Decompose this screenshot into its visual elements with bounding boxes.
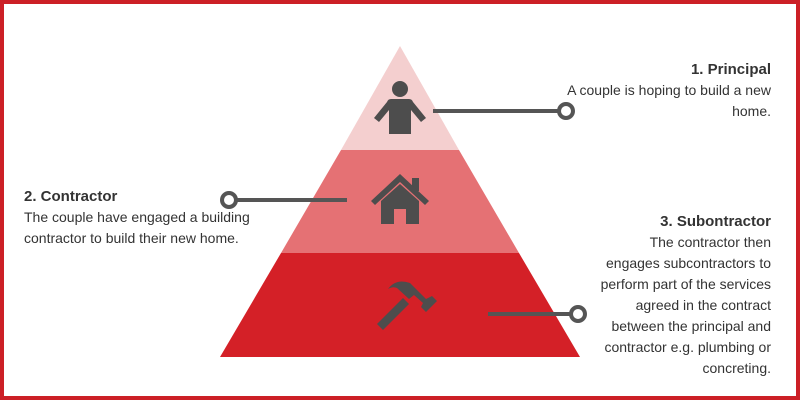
contractor-text-line: contractor to build their new home. bbox=[24, 230, 239, 246]
subcontractor-text-line: The contractor then bbox=[649, 234, 771, 250]
principal-text-line: A couple is hoping to build a new bbox=[567, 82, 771, 98]
subcontractor-text-line: contractor e.g. plumbing or bbox=[604, 339, 771, 355]
subcontractor-heading: 3. Subontractor bbox=[660, 213, 771, 230]
hammer-icon bbox=[377, 281, 437, 330]
subcontractor-text-line: engages subcontractors to bbox=[606, 255, 771, 271]
contractor-label: 2. Contractor The couple have engaged a … bbox=[24, 186, 304, 249]
pyramid-tier-principal bbox=[341, 46, 459, 150]
subcontractor-text-line: agreed in the contract bbox=[635, 297, 771, 313]
contractor-text-line: The couple have engaged a building bbox=[24, 209, 250, 225]
principal-heading: 1. Principal bbox=[690, 61, 771, 78]
connector-contractor bbox=[220, 191, 347, 209]
contractor-heading: 2. Contractor bbox=[24, 188, 118, 205]
connector-subcontractor bbox=[488, 305, 587, 323]
subcontractor-text-line: concreting. bbox=[702, 360, 771, 376]
connector-principal bbox=[433, 102, 575, 120]
subcontractor-text-line: perform part of the services bbox=[600, 276, 771, 292]
house-icon bbox=[371, 174, 429, 224]
subcontractor-label: 3. Subontractor The contractor then enga… bbox=[561, 211, 771, 379]
subcontractor-text-line: between the principal and bbox=[611, 318, 771, 334]
principal-label: 1. Principal A couple is hoping to build… bbox=[511, 59, 771, 122]
principal-text-line: home. bbox=[732, 103, 771, 119]
person-icon bbox=[374, 81, 426, 134]
